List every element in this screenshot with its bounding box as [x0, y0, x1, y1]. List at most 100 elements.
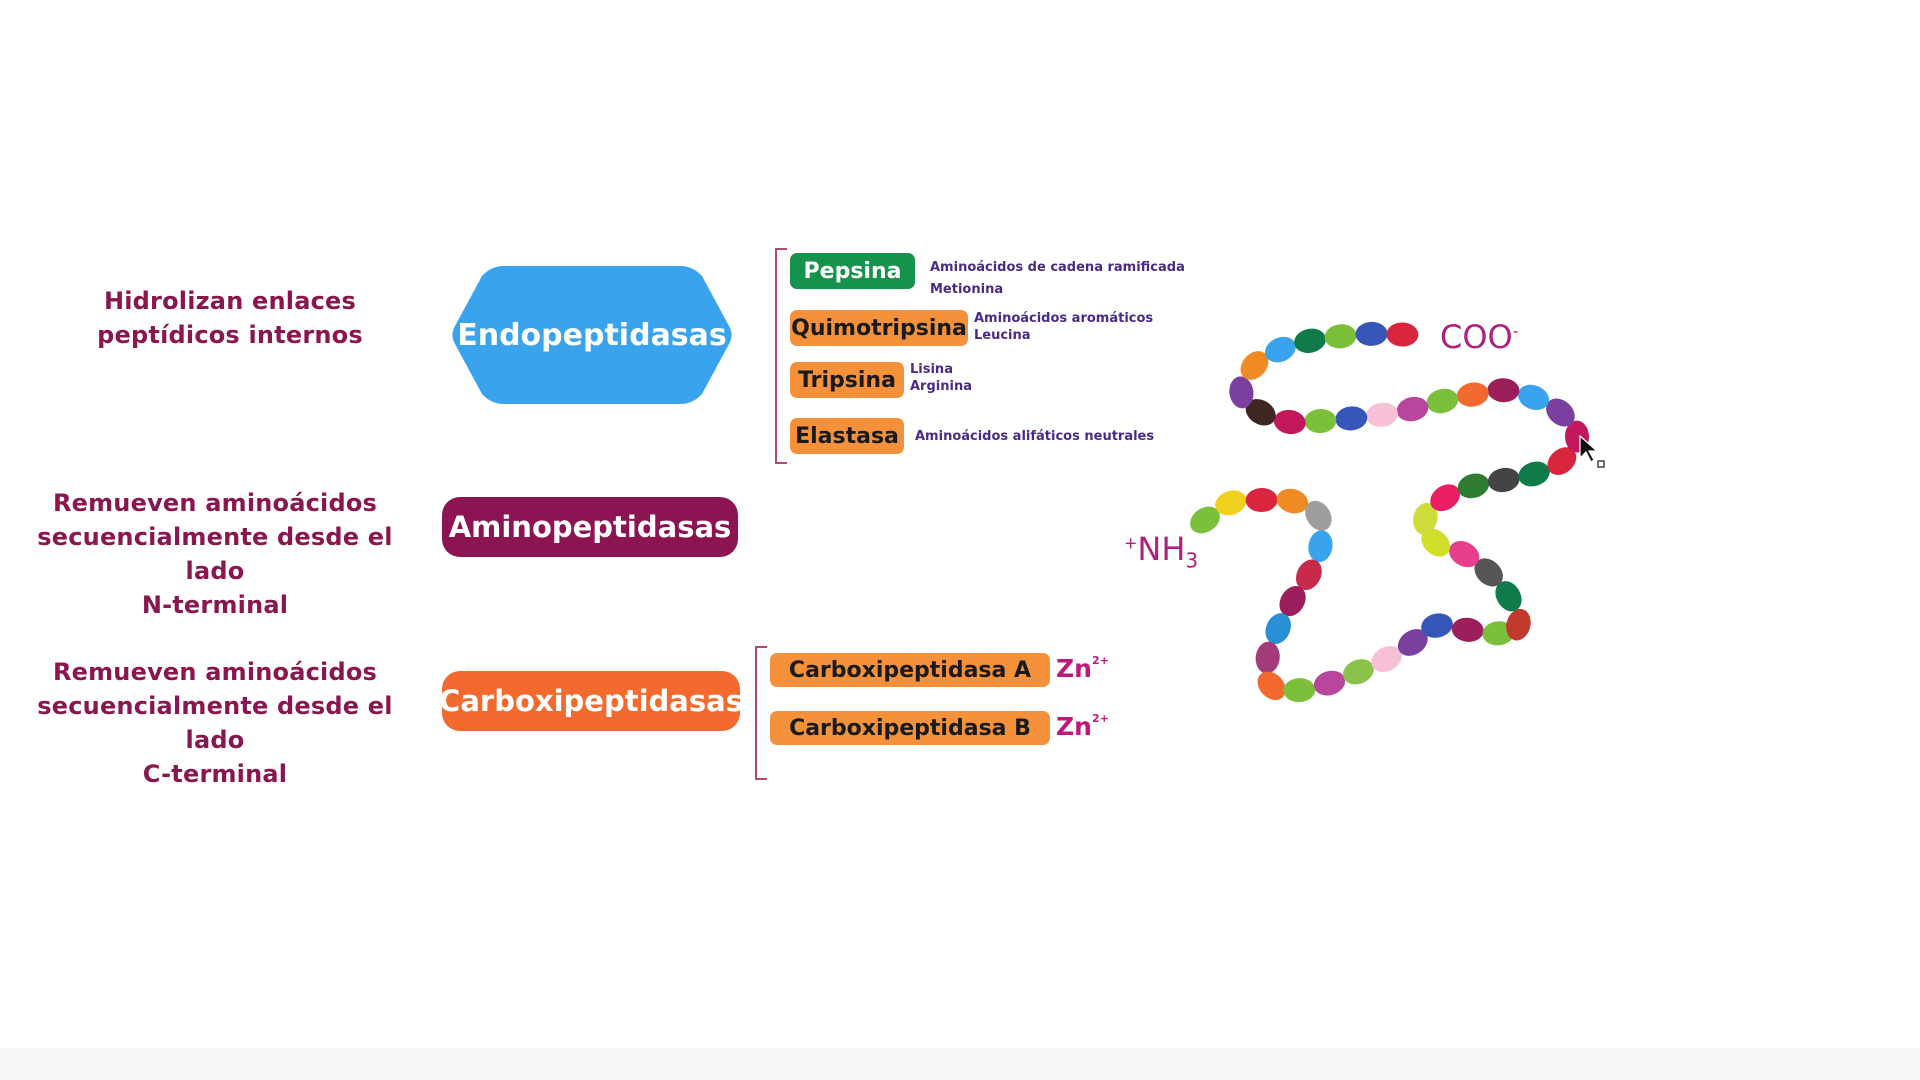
- amino-description-line: N-terminal: [141, 591, 289, 619]
- carboxi-description-line: secuencialmente desde el lado: [37, 692, 393, 754]
- pepsina-tag: Pepsina: [790, 253, 915, 289]
- amino-acid-bead: [1366, 402, 1399, 427]
- amino-acid-bead: [1517, 384, 1550, 411]
- hexagon-shape: [452, 266, 732, 404]
- amino-acid-bead: [1245, 487, 1278, 513]
- amino-acid-bead: [1487, 378, 1520, 403]
- mouse-cursor-icon: [1579, 434, 1605, 468]
- carboxi-description: Remueven aminoácidos secuencialmente des…: [10, 655, 420, 791]
- endo-description: Hidrolizan enlaces peptídicos internos: [60, 284, 400, 352]
- amino-acid-bead: [1396, 396, 1429, 422]
- amino-acid-bead: [1457, 473, 1490, 499]
- amino-acid-bead: [1240, 351, 1269, 380]
- amino-acid-bead: [1304, 408, 1337, 434]
- amino-acid-bead: [1426, 388, 1459, 414]
- amino-acid-bead: [1518, 461, 1550, 487]
- amino-acid-bead: [1276, 488, 1309, 514]
- carboxipeptidasa-b-tag: Carboxipeptidasa B: [770, 711, 1050, 745]
- elastasa-note: Aminoácidos alifáticos neutrales: [915, 429, 1155, 444]
- amino-acid-bead: [1430, 484, 1460, 512]
- amino-acid-bead: [1295, 559, 1322, 591]
- amino-acid-bead: [1215, 490, 1247, 516]
- amino-acid-bead: [1421, 528, 1451, 557]
- amino-acid-bead: [1294, 328, 1326, 354]
- amino-acid-bead: [1474, 558, 1503, 587]
- amino-acid-bead: [1265, 613, 1291, 645]
- amino-description-line: Remueven aminoácidos: [52, 489, 378, 517]
- amino-description-line: secuencialmente desde el lado: [37, 523, 393, 585]
- n-terminal-label: +NH3: [1124, 530, 1198, 572]
- amino-acid-bead: [1308, 530, 1333, 563]
- amino-acid-bead: [1257, 671, 1286, 700]
- amino-acid-bead: [1245, 399, 1276, 426]
- zinc-symbol: Zn: [1056, 712, 1092, 741]
- zinc-charge: 2+: [1091, 711, 1109, 725]
- amino-acid-bead: [1413, 502, 1438, 535]
- amino-acid-bead: [1546, 398, 1575, 427]
- amino-acid-bead: [1386, 322, 1419, 347]
- amino-acid-bead: [1355, 321, 1388, 346]
- bottom-strip: [0, 1048, 1920, 1080]
- pepsina-note: Aminoácidos de cadena ramificada: [930, 260, 1185, 275]
- n-terminal-subscript: 3: [1185, 548, 1199, 573]
- amino-acid-bead: [1456, 382, 1489, 407]
- quimotripsina-notes: Aminoácidos aromáticos Leucina: [974, 310, 1153, 344]
- amino-acid-bead: [1279, 585, 1306, 617]
- amino-acid-bead: [1255, 641, 1280, 674]
- n-terminal-text: NH: [1137, 530, 1186, 568]
- endo-description-line: Hidrolizan enlaces: [103, 287, 357, 315]
- endopeptidasas-label: Endopeptidasas: [457, 317, 727, 353]
- amino-acid-bead: [1421, 613, 1453, 638]
- quimotripsina-note: Aminoácidos aromáticos: [974, 311, 1154, 326]
- pepsina-note: Metionina: [930, 282, 1004, 297]
- c-terminal-text: COO: [1440, 318, 1513, 356]
- amino-acid-bead: [1229, 376, 1254, 409]
- carboxipeptidasa-a-cofactor: Zn2+: [1056, 654, 1109, 683]
- carboxipeptidasa-a-tag: Carboxipeptidasa A: [770, 653, 1050, 687]
- carboxi-bracket: [755, 646, 767, 780]
- amino-acid-bead: [1506, 608, 1531, 641]
- carboxi-description-line: Remueven aminoácidos: [52, 658, 378, 686]
- endopeptidasas-shape: Endopeptidasas: [449, 260, 735, 410]
- hexagon-path: [452, 266, 732, 404]
- aminopeptidasas-pill: Aminopeptidasas: [442, 497, 738, 557]
- amino-acid-bead: [1335, 406, 1368, 431]
- amino-description: Remueven aminoácidos secuencialmente des…: [10, 486, 420, 622]
- amino-acid-bead: [1397, 629, 1428, 656]
- c-terminal-label: COO-: [1440, 318, 1519, 356]
- elastasa-tag: Elastasa: [790, 418, 904, 454]
- tripsina-note: Arginina: [910, 379, 972, 394]
- zinc-charge: 2+: [1091, 653, 1109, 667]
- amino-acid-bead: [1190, 506, 1220, 534]
- n-terminal-charge: +: [1124, 533, 1138, 553]
- carboxipeptidasas-pill: Carboxipeptidasas: [439, 671, 743, 731]
- tripsina-tag: Tripsina: [790, 362, 904, 398]
- c-terminal-charge: -: [1512, 321, 1519, 341]
- tripsina-notes: Lisina Arginina: [910, 361, 972, 395]
- amino-acid-bead: [1547, 447, 1577, 475]
- carboxipeptidasa-b-cofactor: Zn2+: [1056, 712, 1109, 741]
- amino-acid-bead: [1487, 467, 1520, 493]
- amino-acid-bead: [1324, 324, 1357, 349]
- elastasa-notes: Aminoácidos alifáticos neutrales: [915, 428, 1154, 446]
- quimotripsina-tag: Quimotripsina: [790, 310, 968, 346]
- zinc-symbol: Zn: [1056, 654, 1092, 683]
- amino-acid-bead: [1451, 617, 1484, 642]
- endo-bracket: [775, 248, 787, 464]
- cursor-marker: [1597, 460, 1605, 468]
- quimotripsina-note: Leucina: [974, 328, 1031, 343]
- pepsina-notes: Aminoácidos de cadena ramificada Metioni…: [930, 259, 1185, 299]
- amino-acid-bead: [1495, 581, 1522, 612]
- amino-acid-bead: [1264, 336, 1296, 363]
- endo-description-line: peptídicos internos: [97, 321, 363, 349]
- amino-acid-bead: [1342, 659, 1374, 685]
- amino-acid-bead: [1371, 645, 1402, 673]
- tripsina-note: Lisina: [910, 362, 953, 377]
- amino-acid-bead: [1305, 500, 1332, 531]
- cursor-arrow: [1579, 434, 1599, 463]
- amino-acid-bead: [1313, 670, 1346, 696]
- amino-acid-bead: [1283, 678, 1316, 703]
- carboxi-description-line: C-terminal: [142, 760, 288, 788]
- amino-acid-bead: [1449, 541, 1480, 568]
